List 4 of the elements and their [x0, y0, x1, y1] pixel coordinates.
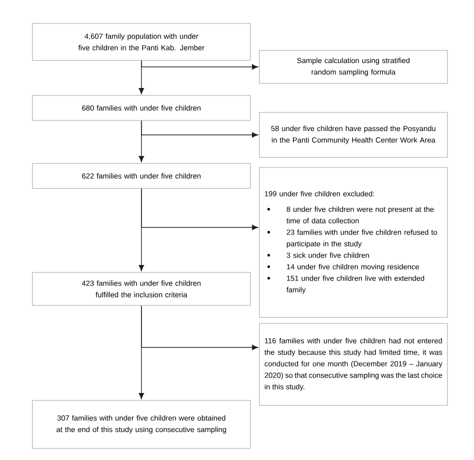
arrow [141, 188, 258, 230]
arrow [141, 60, 258, 70]
arrow [141, 120, 258, 138]
arrow [141, 305, 258, 350]
